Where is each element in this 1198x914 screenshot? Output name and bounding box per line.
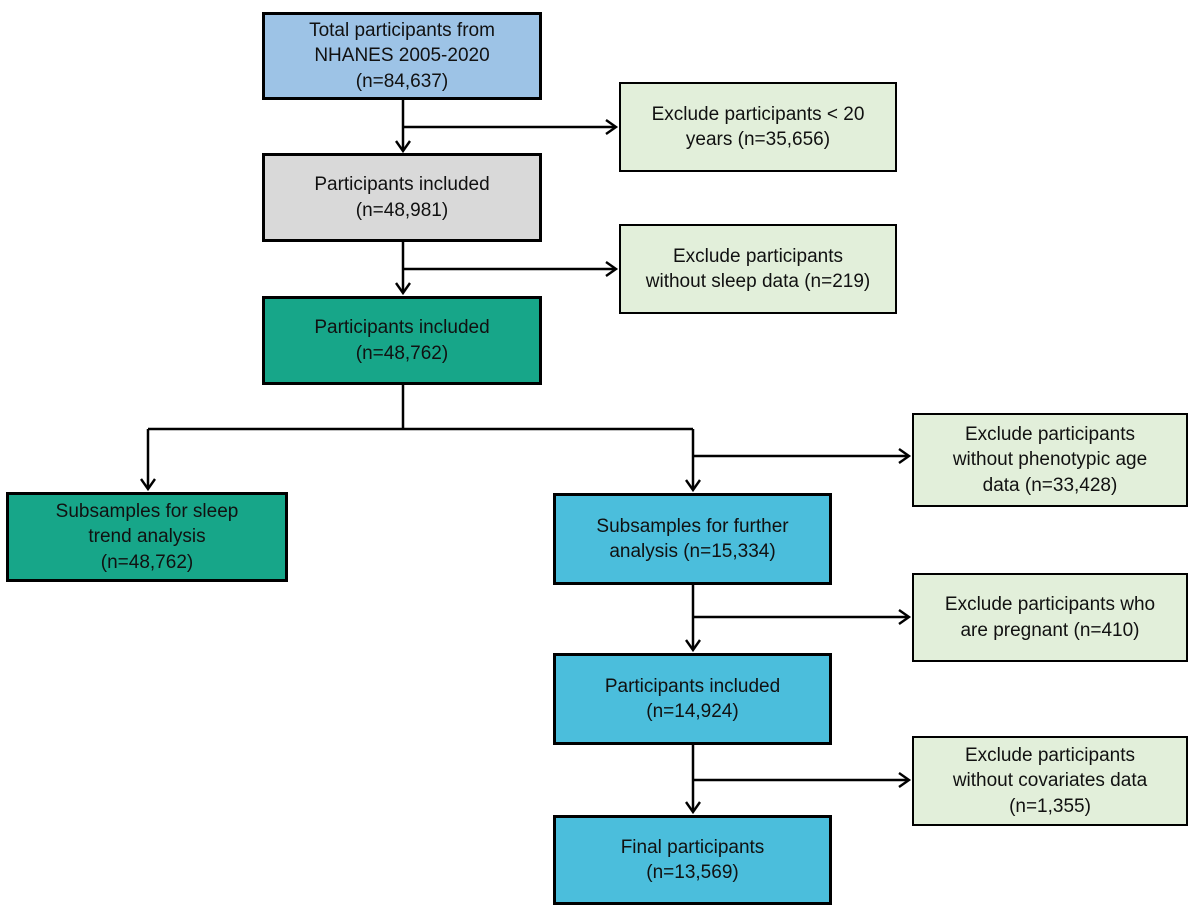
node-label: Participants included (n=48,981) (314, 174, 490, 221)
node-total-participants: Total participants from NHANES 2005-2020… (262, 12, 542, 100)
node-final-participants: Final participants (n=13,569) (553, 815, 832, 905)
node-label: Subsamples for sleep trend analysis (n=4… (55, 501, 239, 573)
node-label: Subsamples for further analysis (n=15,33… (596, 515, 789, 562)
node-included-48762: Participants included (n=48,762) (262, 296, 542, 385)
node-further-analysis-subsample: Subsamples for further analysis (n=15,33… (553, 493, 832, 585)
node-label: Participants included (n=48,762) (314, 317, 490, 364)
node-label: Exclude participants who are pregnant (n… (944, 594, 1156, 641)
node-sleep-trend-subsample: Subsamples for sleep trend analysis (n=4… (6, 492, 288, 582)
node-included-48981: Participants included (n=48,981) (262, 153, 542, 242)
node-exclude-no-phenotypic-age: Exclude participants without phenotypic … (912, 413, 1188, 507)
node-included-14924: Participants included (n=14,924) (553, 653, 832, 745)
node-label: Exclude participants without phenotypic … (952, 424, 1148, 496)
node-label: Exclude participants < 20 years (n=35,65… (651, 103, 865, 150)
node-exclude-no-sleep-data: Exclude participants without sleep data … (619, 224, 897, 314)
node-label: Participants included (n=14,924) (604, 675, 781, 722)
node-label: Exclude participants without covariates … (952, 745, 1148, 817)
node-exclude-pregnant: Exclude participants who are pregnant (n… (912, 573, 1188, 662)
node-exclude-under-20: Exclude participants < 20 years (n=35,65… (619, 82, 897, 172)
node-label: Final participants (n=13,569) (620, 836, 765, 883)
node-label: Exclude participants without sleep data … (645, 245, 871, 292)
node-label: Total participants from NHANES 2005-2020… (309, 20, 495, 92)
node-exclude-no-covariates: Exclude participants without covariates … (912, 736, 1188, 826)
